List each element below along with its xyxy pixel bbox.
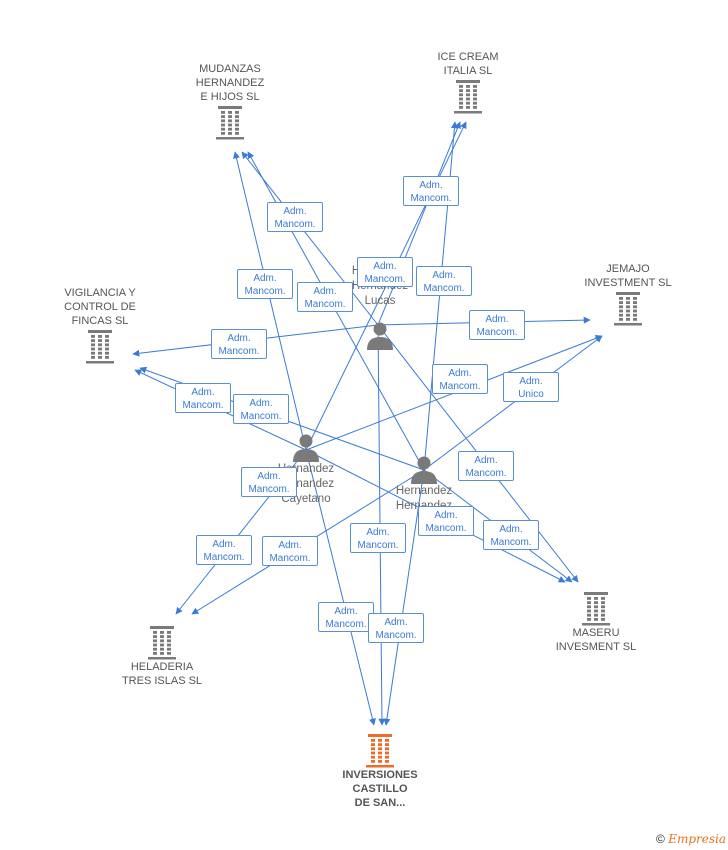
- company-node-heladeria[interactable]: HELADERIA TRES ISLAS SL: [112, 624, 212, 688]
- person-icon: [367, 322, 393, 350]
- edge-label-adm-mancom[interactable]: Adm. Mancom.: [211, 329, 267, 359]
- company-label: VIGILANCIA Y CONTROL DE FINCAS SL: [64, 287, 136, 327]
- company-label: INVERSIONES CASTILLO DE SAN...: [342, 769, 418, 809]
- company-node-inversiones[interactable]: INVERSIONES CASTILLO DE SAN...: [330, 732, 430, 810]
- edge-label-adm-mancom[interactable]: Adm. Mancom.: [175, 383, 231, 413]
- edge-arrow: [233, 151, 307, 451]
- company-label: HELADERIA TRES ISLAS SL: [121, 661, 203, 687]
- edge-arrow: [423, 335, 603, 471]
- edge-arrow: [383, 469, 425, 726]
- company-label: MUDANZAS HERNANDEZ E HIJOS SL: [195, 63, 265, 103]
- edge-label-adm-mancom[interactable]: Adm. Mancom.: [297, 282, 353, 312]
- edge-label-adm-mancom[interactable]: Adm. Mancom.: [357, 257, 413, 287]
- building-icon-highlight: [366, 734, 394, 768]
- edge-label-adm-mancom[interactable]: Adm. Mancom.: [241, 467, 297, 497]
- edge-arrow: [241, 151, 379, 326]
- edge-label-adm-mancom[interactable]: Adm. Mancom.: [458, 451, 514, 481]
- company-node-mudanzas[interactable]: MUDANZAS HERNANDEZ E HIJOS SL: [180, 62, 280, 140]
- edge-label-adm-mancom[interactable]: Adm. Mancom.: [403, 176, 459, 206]
- edge-label-adm-mancom[interactable]: Adm. Mancom.: [196, 535, 252, 565]
- building-icon: [454, 80, 482, 114]
- building-icon: [582, 592, 610, 626]
- building-icon: [216, 106, 244, 140]
- edge-label-adm-mancom[interactable]: Adm. Mancom.: [237, 269, 293, 299]
- edge-label-adm-unico[interactable]: Adm. Unico: [503, 372, 559, 402]
- edge-label-adm-mancom[interactable]: Adm. Mancom.: [233, 394, 289, 424]
- edge-label-adm-mancom[interactable]: Adm. Mancom.: [262, 536, 318, 566]
- edge-label-adm-mancom[interactable]: Adm. Mancom.: [416, 266, 472, 296]
- person-icon: [411, 456, 437, 484]
- edge-label-adm-mancom[interactable]: Adm. Mancom.: [368, 613, 424, 643]
- company-node-icecream[interactable]: ICE CREAM ITALIA SL: [420, 50, 516, 114]
- edge-label-adm-mancom[interactable]: Adm. Mancom.: [418, 506, 474, 536]
- edge-label-adm-mancom[interactable]: Adm. Mancom.: [469, 310, 525, 340]
- person-icon: [293, 434, 319, 462]
- edge-label-adm-mancom[interactable]: Adm. Mancom.: [350, 523, 406, 553]
- company-label: ICE CREAM ITALIA SL: [437, 51, 499, 77]
- footer-brand[interactable]: © Empresia: [656, 832, 726, 846]
- building-icon: [86, 330, 114, 364]
- edge-arrow: [377, 121, 461, 326]
- edge-label-adm-mancom[interactable]: Adm. Mancom.: [318, 602, 374, 632]
- edge-arrow: [305, 449, 376, 726]
- building-icon: [614, 292, 642, 326]
- company-node-vigilancia[interactable]: VIGILANCIA Y CONTROL DE FINCAS SL: [50, 286, 150, 364]
- company-label: JEMAJO INVESTMENT SL: [584, 263, 672, 289]
- copyright-symbol: ©: [656, 832, 665, 846]
- company-node-jemajo[interactable]: JEMAJO INVESTMENT SL: [578, 262, 678, 326]
- edge-label-adm-mancom[interactable]: Adm. Mancom.: [432, 364, 488, 394]
- company-node-maseru[interactable]: MASERU INVESMENT SL: [546, 590, 646, 654]
- edge-label-adm-mancom[interactable]: Adm. Mancom.: [483, 520, 539, 550]
- company-label: MASERU INVESMENT SL: [555, 627, 637, 653]
- edge-label-adm-mancom[interactable]: Adm. Mancom.: [267, 202, 323, 232]
- building-icon: [148, 626, 176, 660]
- brand-logo-text: Empresia: [668, 832, 726, 846]
